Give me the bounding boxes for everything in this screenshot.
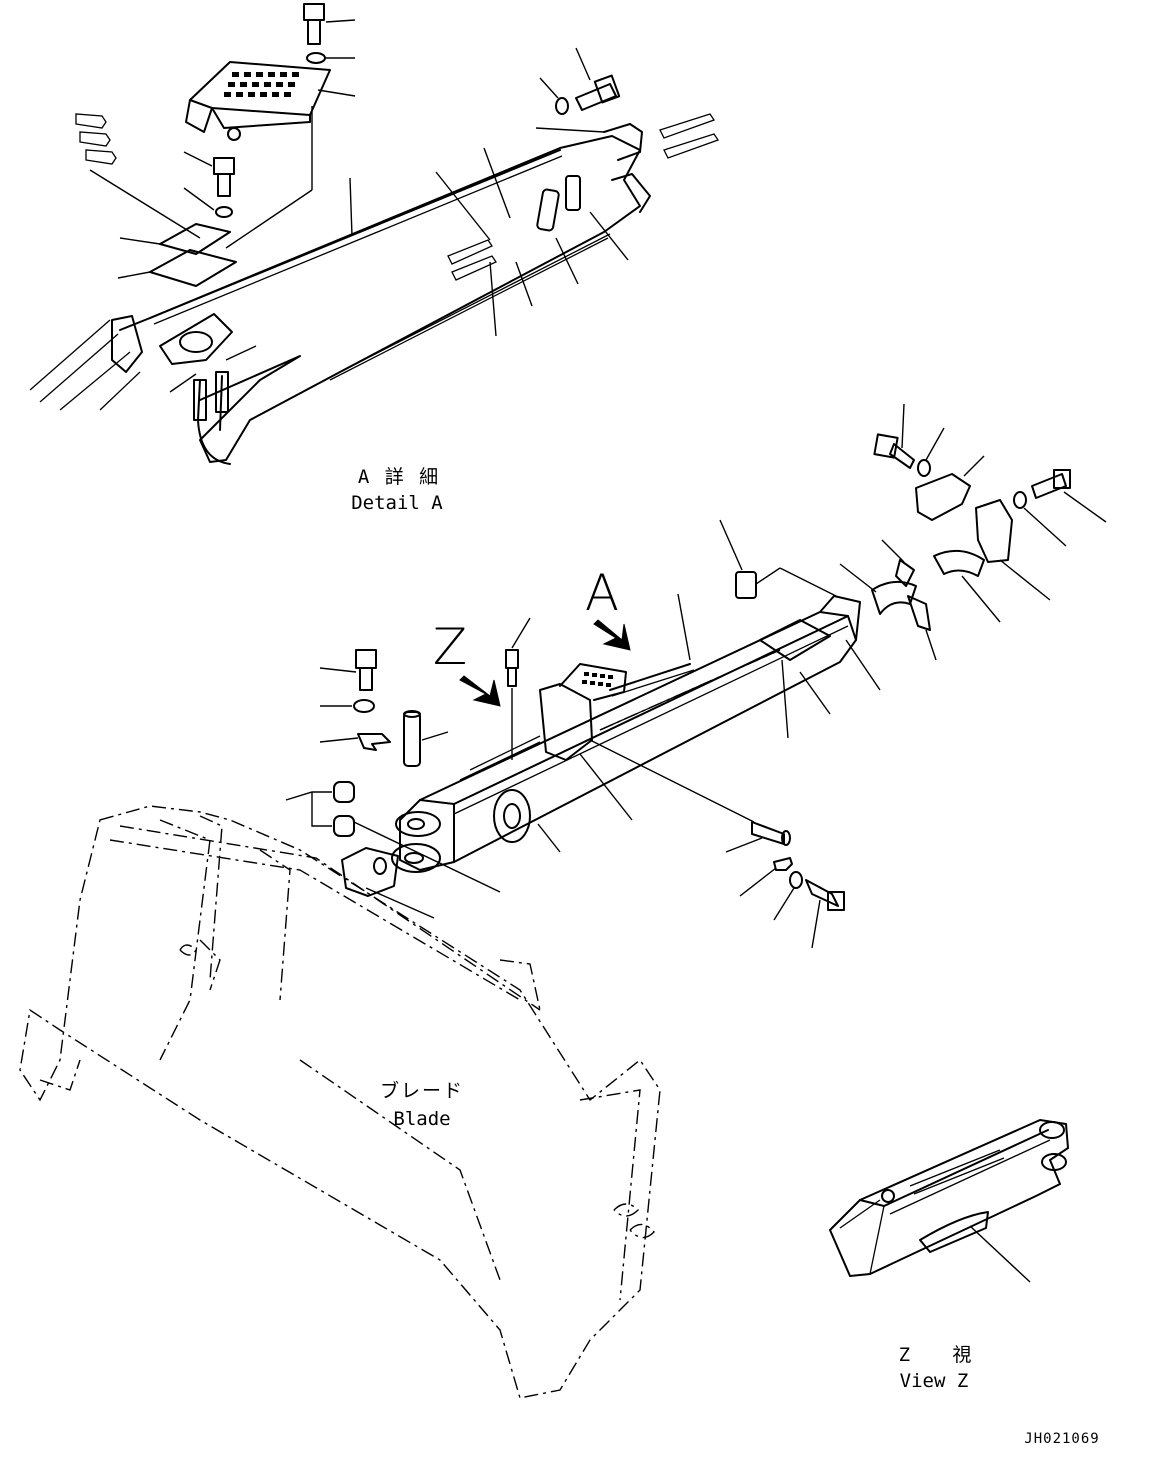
half-bearing xyxy=(839,549,1001,623)
bracket-block xyxy=(341,847,435,919)
washer-right-far xyxy=(1013,491,1027,509)
blade-outline xyxy=(19,805,661,1399)
arrow-a-icon xyxy=(593,619,631,651)
blade-label-en: Blade xyxy=(393,1108,451,1130)
detail-a-title-en: Detail A xyxy=(351,492,443,514)
bolt-main-left xyxy=(319,649,377,691)
arrow-z-icon xyxy=(459,675,501,707)
gasket xyxy=(149,249,237,287)
bolt-right-top xyxy=(539,47,621,115)
frame-detail-a xyxy=(29,123,651,463)
grease-fittings-detail-a xyxy=(447,239,497,281)
blade-label-jp: ブレード xyxy=(379,1080,464,1102)
grease-fitting xyxy=(505,617,531,760)
bolt-right-upper xyxy=(873,403,915,469)
view-z-title-en: View Z xyxy=(899,1370,969,1392)
pin-left xyxy=(403,710,449,767)
washer-main-right xyxy=(789,871,803,889)
washer-right-upper xyxy=(917,459,931,477)
view-z-drawing xyxy=(829,1119,1069,1283)
arrow-z-label: Z xyxy=(432,618,468,676)
cover-plate xyxy=(159,223,231,255)
hose-fittings-left xyxy=(75,113,201,239)
main-arm xyxy=(391,595,861,873)
drawing-code: JH021069 xyxy=(1024,1431,1100,1447)
bolt-left xyxy=(213,157,235,175)
bushings xyxy=(285,781,355,837)
detail-a-drawing xyxy=(29,3,720,465)
washer-main-left xyxy=(353,699,375,713)
main-assembly xyxy=(285,403,1107,949)
grease-fittings-right-a xyxy=(659,113,720,159)
step-plate xyxy=(185,61,356,141)
hoses-detail-a xyxy=(169,345,257,465)
washer-left xyxy=(215,206,233,218)
lock-plate-right xyxy=(773,857,793,871)
arrow-a-label: A xyxy=(584,564,620,622)
bolt-right-far xyxy=(1031,469,1107,523)
lock-plate-left xyxy=(357,733,391,751)
washer-top xyxy=(306,52,326,64)
view-z-title-jp: Z 視 xyxy=(898,1344,974,1366)
bolt-main-right xyxy=(805,879,845,949)
detail-a-title-jp: A 詳 細 xyxy=(357,466,441,488)
shim-pieces xyxy=(881,539,937,661)
cap-upper xyxy=(915,455,985,521)
pin-right xyxy=(589,739,791,853)
bolt-top xyxy=(303,3,356,45)
cap-right xyxy=(975,499,1051,601)
pad-block xyxy=(719,519,837,599)
